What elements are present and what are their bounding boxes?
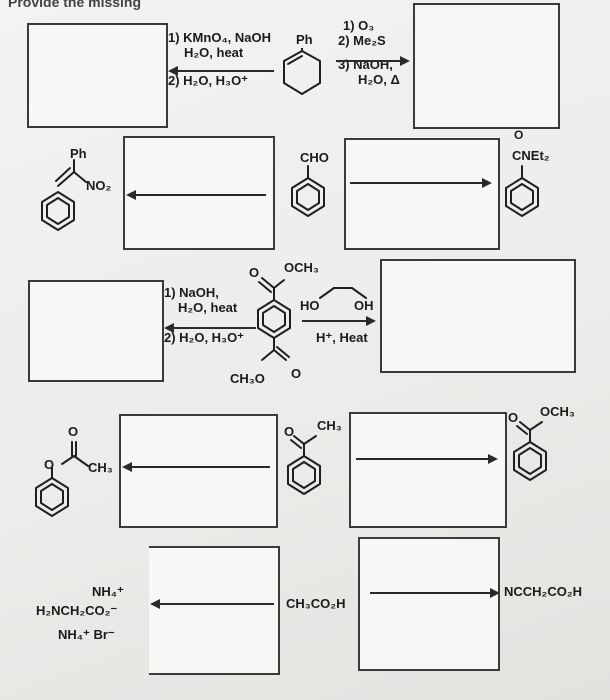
answer-box-3a[interactable] <box>28 280 164 382</box>
reagent-line: H₂NCH₂CO₂⁻ <box>36 603 118 619</box>
reagent-line: NH₄⁺ <box>92 584 124 599</box>
conditions-3-left: 1) NaOH, H₂O, heat 2) H₂O, H₃O⁺ <box>164 285 244 345</box>
reactant-2-cho: CHO <box>300 150 329 165</box>
acetic-acid-label: CH₃CO₂H <box>286 596 346 611</box>
answer-box-2b[interactable] <box>344 138 500 250</box>
answer-box-1a[interactable] <box>27 23 168 128</box>
amide-o: O <box>514 128 524 142</box>
reactant-1-ph: Ph <box>296 32 313 47</box>
cyanoacetic-acid-label: NCCH₂CO₂H <box>504 584 582 599</box>
ester-carbonyl-o: O <box>68 424 79 439</box>
cond-line: 2) H₂O, H₃O⁺ <box>164 329 245 345</box>
arrow-2-left <box>126 190 266 200</box>
amide-label: CNEt₂ <box>512 148 550 163</box>
benzaldehyde-ring <box>291 165 325 217</box>
answer-box-2a[interactable] <box>123 136 275 250</box>
arrow-1-left <box>168 66 274 76</box>
diester-top-o: O <box>249 265 260 280</box>
acetophenone-o: O <box>284 424 295 439</box>
reactant-2-no2: NO₂ <box>86 178 112 193</box>
amide-benzene-ring <box>505 165 539 217</box>
arrow-2-right <box>350 178 492 188</box>
diester-top-label: OCH₃ <box>284 260 319 275</box>
ethylene-glycol-chain <box>319 287 367 299</box>
answer-box-4b[interactable] <box>349 412 507 528</box>
methyl-benzoate-o: O <box>508 410 519 425</box>
cond-line: H₂O, Δ <box>358 71 400 87</box>
reactant-2-ph: Ph <box>70 146 87 161</box>
answer-box-3b[interactable] <box>380 259 576 373</box>
diol-oh: OH <box>354 298 374 313</box>
arrow-4-right <box>356 454 498 464</box>
nitrostyrene-skeleton <box>41 159 87 231</box>
arrow-5-right <box>370 588 500 598</box>
diol-ho: HO <box>300 298 320 313</box>
diester-ring <box>257 277 291 361</box>
cond-line: H₂O, heat <box>178 300 238 316</box>
acetophenone-ch3: CH₃ <box>317 418 342 433</box>
cond-line: 1) O₃ <box>343 18 375 33</box>
answer-box-5b[interactable] <box>358 537 500 671</box>
answer-box-5a[interactable] <box>149 546 280 675</box>
arrow-3-left <box>164 323 256 333</box>
arrow-3-right <box>302 316 376 326</box>
conditions-3-right: H⁺, Heat <box>316 330 368 345</box>
cond-line: 2) H₂O, H₃O⁺ <box>168 72 249 88</box>
cyclohexene-ring-1 <box>283 48 321 95</box>
diester-bottom-label: CH₃O <box>230 371 265 386</box>
answer-box-4a[interactable] <box>119 414 278 528</box>
diester-bottom-o: O <box>291 366 302 381</box>
reagent-line: NH₄⁺ Br⁻ <box>58 626 115 642</box>
page-header: Provide the missing <box>8 0 142 10</box>
methyl-benzoate-ring <box>513 421 547 481</box>
answer-box-1b[interactable] <box>413 3 560 129</box>
cond-line: 1) NaOH, <box>164 285 219 300</box>
methyl-benzoate-och3: OCH₃ <box>540 404 575 419</box>
conditions-1-right: 1) O₃ 2) Me₂S 3) NaOH, H₂O, Δ <box>338 18 400 87</box>
ester-ch3: CH₃ <box>88 460 113 475</box>
arrow-1-right <box>336 56 410 66</box>
cond-line: 2) Me₂S <box>338 33 386 49</box>
arrow-4-left <box>122 462 270 472</box>
glycinate-reagents: NH₄⁺ H₂NCH₂CO₂⁻ NH₄⁺ Br⁻ <box>36 584 124 642</box>
phenyl-acetate-skeleton <box>35 441 89 517</box>
cond-line: 1) KMnO₄, NaOH <box>168 30 271 45</box>
cond-line: 3) NaOH, <box>338 56 393 72</box>
cond-line: H₂O, heat <box>184 45 244 61</box>
conditions-1-left: 1) KMnO₄, NaOH H₂O, heat 2) H₂O, H₃O⁺ <box>168 30 271 88</box>
acetophenone-ring <box>287 435 321 495</box>
ester-ether-o: O <box>44 457 55 472</box>
arrow-5-left <box>150 599 274 609</box>
